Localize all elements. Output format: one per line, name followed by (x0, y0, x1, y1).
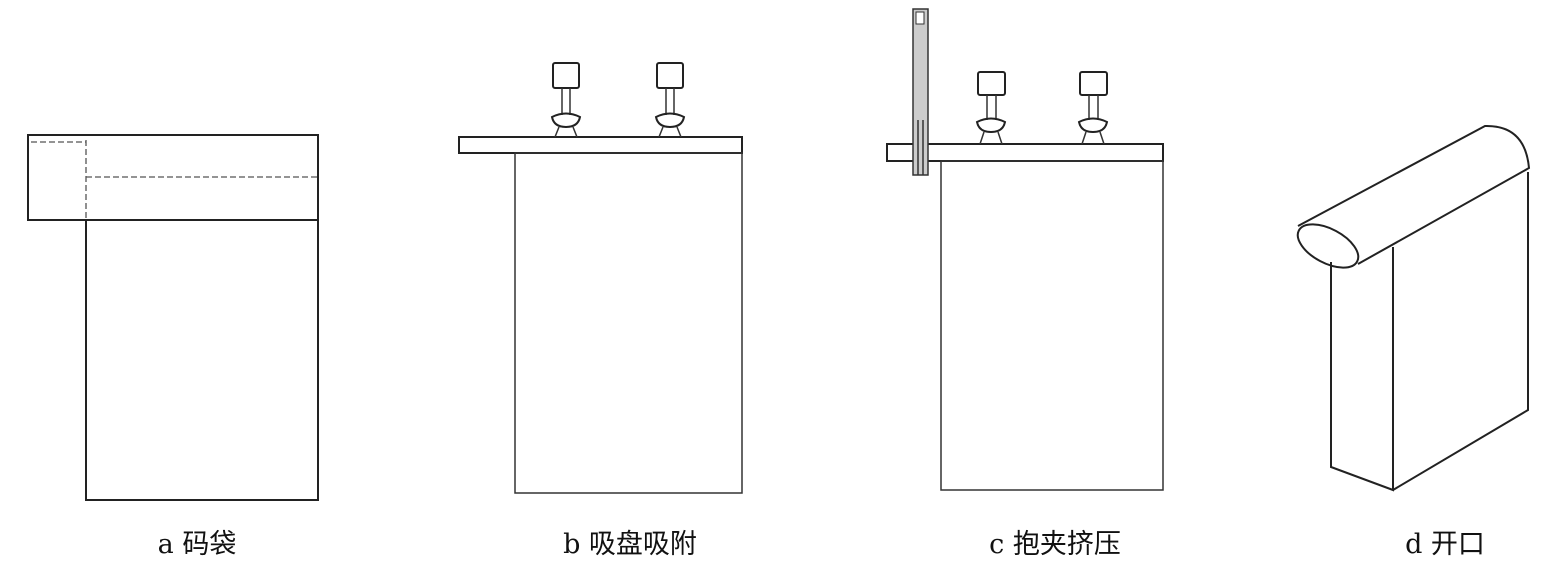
suction-cup-icon (975, 71, 1007, 145)
caption-b: b 吸盘吸附 (563, 529, 697, 560)
bag-rolled-top (1297, 124, 1531, 265)
clamp-arm-icon (912, 8, 929, 176)
bag-body (940, 160, 1164, 491)
caption-a: a 码袋 (157, 529, 237, 560)
suction-cup-icon (1077, 71, 1109, 145)
bag-left-face (1330, 247, 1394, 492)
suction-cup-icon (550, 62, 582, 138)
bag-body (514, 152, 743, 494)
suction-cup-icon (654, 62, 686, 138)
caption-d: d 开口 (1405, 529, 1485, 560)
panel-c-clamp (886, 8, 1164, 491)
bag-opening (1296, 223, 1360, 269)
bag-right-face (1392, 172, 1529, 491)
caption-c: c 抱夹挤压 (989, 529, 1121, 560)
panel-b-suction (458, 62, 743, 494)
panel-a-stacked-bag (27, 134, 319, 501)
bag-body (85, 219, 319, 501)
panel-d-opened-bag (1296, 124, 1531, 492)
suction-plate (458, 136, 743, 154)
